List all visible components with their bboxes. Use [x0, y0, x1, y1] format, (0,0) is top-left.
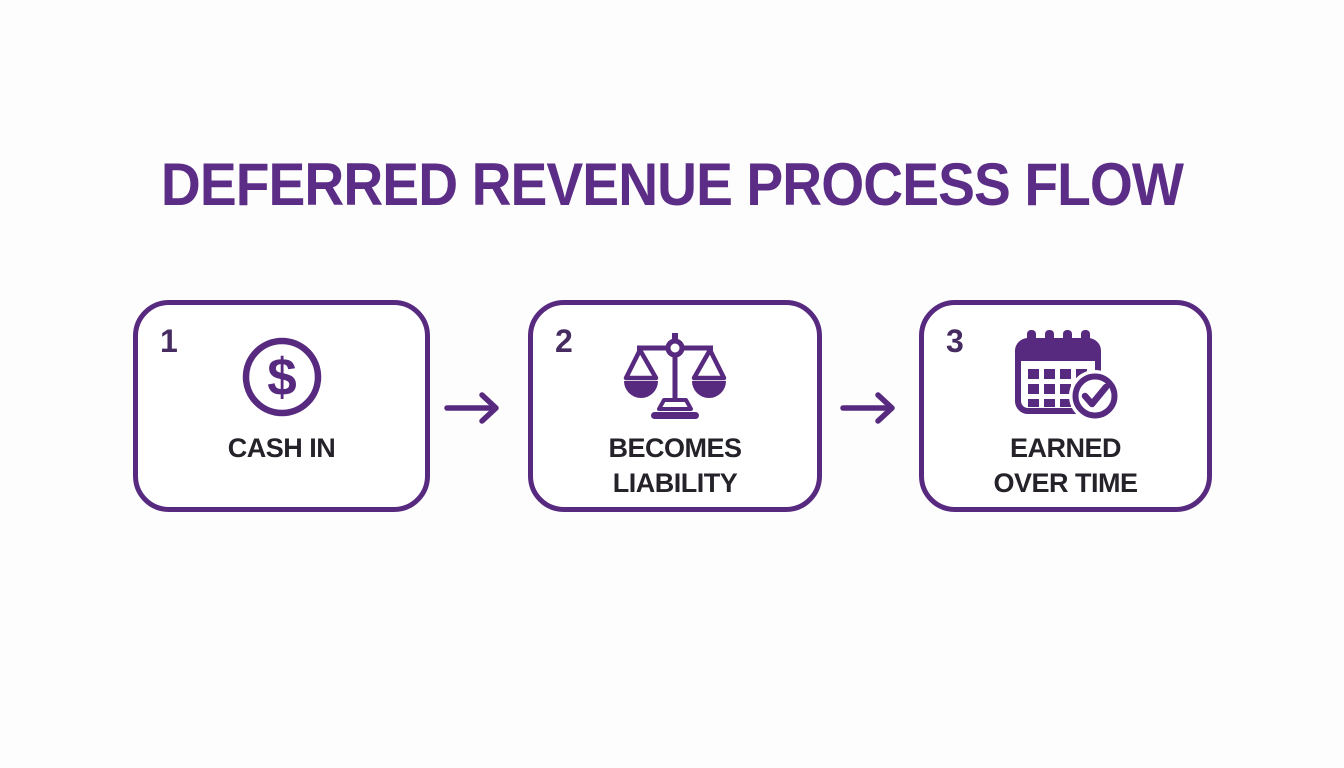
dollar-glyph: $: [267, 348, 296, 407]
step-label-line1: CASH IN: [227, 433, 336, 463]
step-box-earned-over-time: 3: [919, 300, 1212, 512]
calendar-check-icon: [924, 329, 1207, 425]
step-label: BECOMES LIABILITY: [533, 431, 817, 501]
step-label-line1: EARNED: [1009, 433, 1122, 463]
step-number: 2: [555, 323, 573, 359]
step-box-becomes-liability: 2 BECOMES LIABILITY: [528, 300, 822, 512]
dollar-circle-icon: $: [138, 329, 425, 425]
flow-arrow-icon: [840, 386, 904, 430]
step-label: EARNED OVER TIME: [924, 431, 1207, 501]
step-label-line2: LIABILITY: [612, 468, 738, 498]
step-number: 3: [946, 323, 964, 359]
step-box-cash-in: 1 $ CASH IN: [133, 300, 430, 512]
page-title: DEFERRED REVENUE PROCESS FLOW: [160, 151, 1184, 218]
step-label-line1: BECOMES: [608, 433, 742, 463]
flow-arrow-icon: [444, 386, 508, 430]
balance-scale-icon: [533, 329, 817, 425]
step-label-line2: OVER TIME: [993, 468, 1138, 498]
step-number: 1: [160, 323, 178, 359]
step-label: CASH IN: [138, 431, 425, 466]
